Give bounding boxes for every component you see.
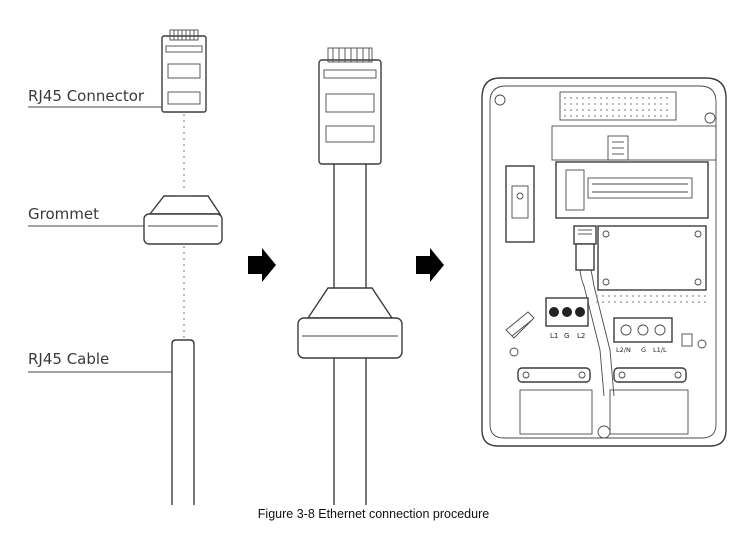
vent-grille bbox=[559, 91, 677, 121]
terminal-label-l2: L2 bbox=[577, 332, 585, 340]
terminal-label-l1: L1 bbox=[550, 332, 558, 340]
input-terminal-block bbox=[545, 297, 589, 327]
terminal-label-g: G bbox=[564, 332, 569, 340]
terminal-label-l1l: L1/L bbox=[653, 346, 667, 354]
stage-1-exploded-view bbox=[28, 29, 223, 505]
stage-2-assembled-view bbox=[297, 47, 403, 505]
figure-caption: Figure 3-8 Ethernet connection procedure bbox=[257, 507, 490, 521]
rj45-connector-small bbox=[161, 29, 207, 113]
arrow-right-icon bbox=[416, 248, 444, 282]
rj45-connector-label: RJ45 Connector bbox=[28, 87, 145, 105]
arrow-right-icon bbox=[248, 248, 276, 282]
grommet-small bbox=[143, 195, 223, 245]
grommet-label: Grommet bbox=[28, 205, 99, 223]
rj45-cable-label: RJ45 Cable bbox=[28, 350, 110, 368]
rj45-connector-large bbox=[318, 47, 382, 165]
rj45-cable-small bbox=[171, 339, 195, 505]
grommet-large bbox=[297, 287, 403, 359]
terminal-label-l2n: L2/N bbox=[616, 346, 631, 354]
rj45-socket bbox=[573, 225, 597, 245]
terminal-label-g2: G bbox=[641, 346, 646, 354]
output-terminal-block bbox=[613, 317, 673, 343]
stage-3-charger-interior: L1 G L2 L2/N G L1/L bbox=[481, 77, 727, 447]
